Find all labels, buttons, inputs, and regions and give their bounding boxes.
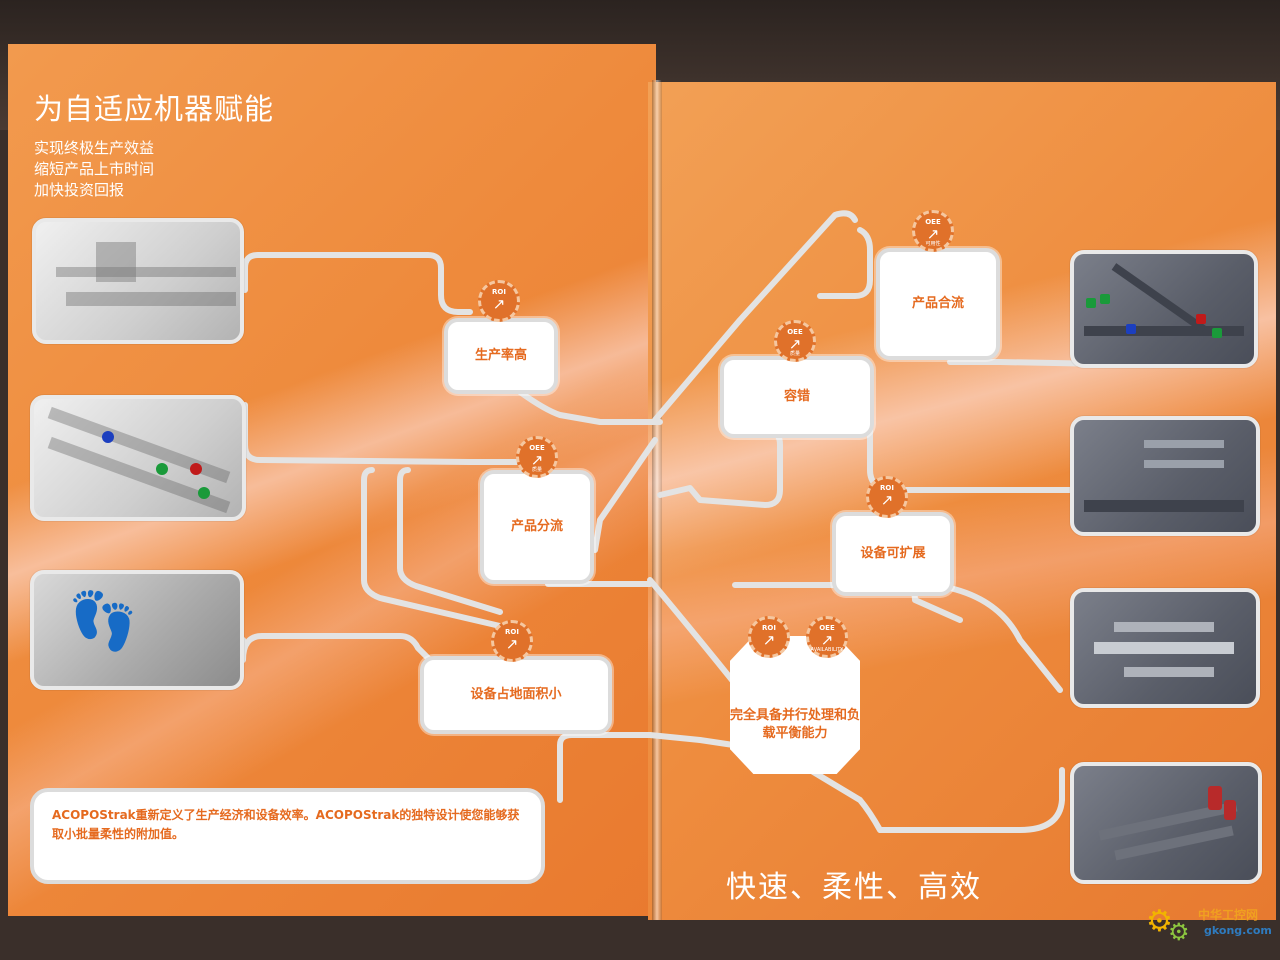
gear-icon: ⚙	[1168, 918, 1190, 946]
footprint-icon: 👣	[68, 589, 138, 654]
badge-roi-parallel: ROI↗	[748, 616, 790, 658]
thumbnail-sorting-machine	[30, 395, 246, 521]
arrow-up-right-icon: ↗	[762, 631, 776, 649]
badge-oee-fault-tolerance: OEE↗质量	[774, 320, 816, 362]
box-high-productivity: 生产率高	[444, 318, 558, 394]
box-small-footprint: 设备占地面积小	[420, 656, 612, 734]
description-box: ACOPOStrak重新定义了生产经济和设备效率。ACOPOStrak的独特设计…	[30, 788, 545, 884]
thumbnail-scalable	[1070, 416, 1260, 536]
thumbnail-footprint: 👣	[30, 570, 244, 690]
box-scalable: 设备可扩展	[832, 512, 954, 596]
page-fold	[652, 80, 662, 920]
box-product-sorting: 产品分流	[480, 470, 594, 584]
arrow-up-right-icon: ↗	[820, 631, 834, 649]
watermark-brand: 中华工控网	[1198, 908, 1259, 922]
gear-icon: ⚙	[1146, 904, 1173, 939]
badge-roi-scalable: ROI↗	[866, 476, 908, 518]
thumbnail-robot-track	[1070, 762, 1262, 884]
thumbnail-parallel	[1070, 588, 1260, 708]
thumbnail-merging	[1070, 250, 1258, 368]
thumbnail-production-machine	[32, 218, 244, 344]
arrow-up-right-icon: ↗	[880, 491, 894, 509]
box-parallel-processing: 完全具备并行处理和负载平衡能力	[730, 636, 860, 774]
subtitle-line-1: 实现终极生产效益	[34, 139, 155, 157]
page-title: 为自适应机器赋能	[34, 92, 275, 126]
subtitle-line-3: 加快投资回报	[34, 181, 125, 199]
box-fault-tolerance: 容错	[720, 356, 874, 438]
badge-oee-parallel: OEE↗AVAILABILITY	[806, 616, 848, 658]
badge-roi-footprint: ROI↗	[491, 620, 533, 662]
arrow-up-right-icon: ↗	[505, 635, 519, 653]
subtitle-line-2: 缩短产品上市时间	[34, 160, 155, 178]
arrow-up-right-icon: ↗	[530, 451, 544, 469]
badge-oee-merging: OEE↗可用性	[912, 210, 954, 252]
watermark-domain: gkong.com	[1204, 924, 1272, 937]
arrow-up-right-icon: ↗	[788, 335, 802, 353]
slogan: 快速、柔性、高效	[726, 870, 982, 905]
badge-roi-productivity: ROI↗	[478, 280, 520, 322]
arrow-up-right-icon: ↗	[926, 225, 940, 243]
badge-oee-sorting: OEE↗质量	[516, 436, 558, 478]
watermark-logo: ⚙ ⚙ 中华工控网 gkong.com	[1146, 904, 1276, 950]
arrow-up-right-icon: ↗	[492, 295, 506, 313]
box-product-merging: 产品合流	[876, 248, 1000, 360]
